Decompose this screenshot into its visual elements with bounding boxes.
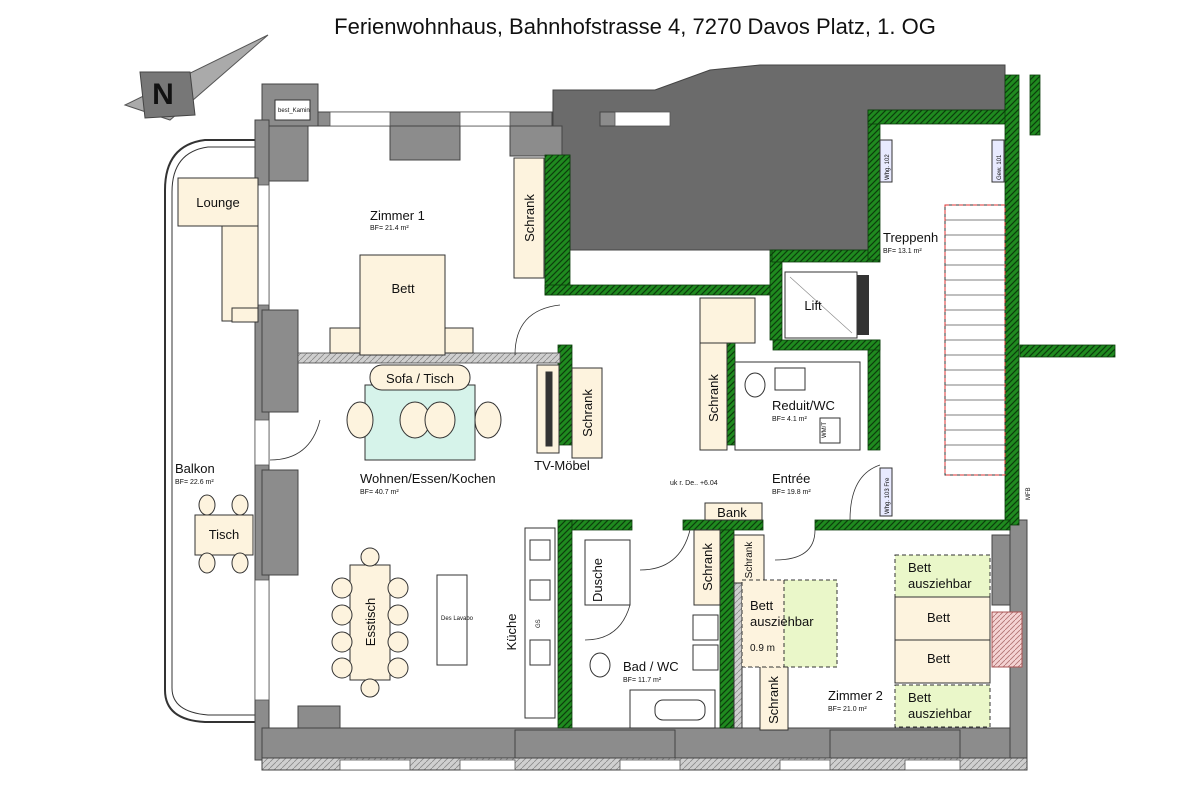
bed-ausziehbar-bottom-line2: ausziehbar — [908, 706, 972, 721]
doors — [269, 304, 881, 641]
extra-bed-label-line2: ausziehbar — [750, 614, 814, 629]
plan-title: Ferienwohnhaus, Bahnhofstrasse 4, 7270 D… — [334, 14, 936, 39]
tv-label: TV-Möbel — [534, 458, 590, 473]
room-wohnen-area: BF= 40.7 m² — [360, 489, 399, 496]
room-reduit-area: BF= 4.1 m² — [772, 416, 807, 423]
bed-ausziehbar-top-line1: Bett — [908, 560, 932, 575]
bed-ausziehbar-top-line2: ausziehbar — [908, 576, 972, 591]
dining-table — [349, 564, 391, 681]
bench-label: Bank — [717, 505, 747, 520]
room-zimmer1-name: Zimmer 1 — [370, 208, 425, 223]
whg103-label: Whg. 103 Fre — [885, 477, 891, 514]
bed-ausziehbar-top — [894, 554, 991, 598]
lift-label: Lift — [804, 298, 822, 313]
north-arrow-icon: N — [123, 34, 269, 121]
compass-letter: N — [152, 78, 174, 111]
shower — [584, 539, 631, 606]
chimney-label: best_Kamin — [278, 108, 310, 114]
kitchen-island — [436, 574, 468, 666]
wardrobe-zimmer1 — [513, 157, 545, 279]
sofa-label: Sofa / Tisch — [386, 371, 454, 386]
wardrobe-zimmer2-b-label: Schrank — [766, 676, 781, 724]
bed-ausziehbar-bottom-line1: Bett — [908, 690, 932, 705]
room-entree-name: Entrée — [772, 471, 810, 486]
bed-zimmer1 — [359, 254, 446, 356]
room-balkon-area: BF= 22.6 m² — [175, 479, 214, 486]
dining-table-label: Esstisch — [363, 598, 378, 646]
wardrobe-entry — [699, 342, 728, 451]
room-treppenhaus-name: Treppenh — [883, 230, 938, 245]
green-walls — [544, 74, 1116, 729]
room-bad-area: BF= 11.7 m² — [623, 677, 662, 684]
wardrobe-bath-label: Schrank — [700, 543, 715, 591]
room-zimmer2-name: Zimmer 2 — [828, 688, 883, 703]
balcony-outline — [164, 139, 255, 723]
lounge-label: Lounge — [196, 195, 239, 210]
room-entree-area: BF= 19.8 m² — [772, 489, 811, 496]
wardrobe-entry-label: Schrank — [706, 374, 721, 422]
bench — [704, 502, 763, 521]
reduit-fixtures — [734, 361, 861, 451]
wardrobe-zimmer2-a-label: Schrank — [744, 541, 755, 579]
room-balkon-name: Balkon — [175, 461, 215, 476]
bed-zimmer2-b-label: Bett — [927, 651, 951, 666]
windows — [254, 111, 961, 771]
void-area — [552, 64, 1006, 251]
room-bad-name: Bad / WC — [623, 659, 679, 674]
room-zimmer1-area: BF= 21.4 m² — [370, 225, 409, 232]
wardrobe-zimmer1-label: Schrank — [522, 194, 537, 242]
room-reduit-name: Reduit/WC — [772, 398, 835, 413]
toilet — [589, 652, 611, 678]
room-zimmer2-area: BF= 21.0 m² — [828, 706, 867, 713]
bed-zimmer2-b — [894, 639, 991, 684]
room-treppenhaus-area: BF= 13.1 m² — [883, 248, 922, 255]
room-wohnen-name: Wohnen/Essen/Kochen — [360, 471, 496, 486]
wardrobe-living-label: Schrank — [580, 389, 595, 437]
lounge-furniture — [177, 177, 259, 227]
bed-zimmer1-label: Bett — [391, 281, 415, 296]
wmt-label: WM/T — [822, 422, 828, 438]
wardrobe-zimmer2-a — [733, 534, 765, 584]
gs-label: GS — [536, 619, 542, 628]
shower-label: Dusche — [590, 558, 605, 602]
wardrobe-zimmer2-b — [759, 664, 789, 731]
lavabo-label: Des Lavabo — [441, 616, 474, 622]
wardrobe-bath — [693, 529, 721, 606]
level-label: uk r. De.. +6.04 — [670, 480, 718, 487]
wardrobe-living — [571, 367, 603, 459]
lift — [784, 271, 869, 339]
column — [991, 611, 1023, 668]
balcony-table — [194, 514, 254, 556]
gew101-label: Gew. 101 — [997, 154, 1003, 180]
bed-zimmer2-a-label: Bett — [927, 610, 951, 625]
bed-ausziehbar-bottom — [894, 684, 991, 728]
balcony-table-label: Tisch — [209, 527, 240, 542]
staircase — [944, 204, 1006, 476]
whg102-label: Whg. 102 — [885, 154, 891, 180]
extra-bed-width: 0.9 m — [750, 643, 775, 654]
mfb-label: MFB — [1026, 487, 1032, 500]
kitchen-label: Küche — [504, 614, 519, 651]
extra-bed-label-line1: Bett — [750, 598, 774, 613]
